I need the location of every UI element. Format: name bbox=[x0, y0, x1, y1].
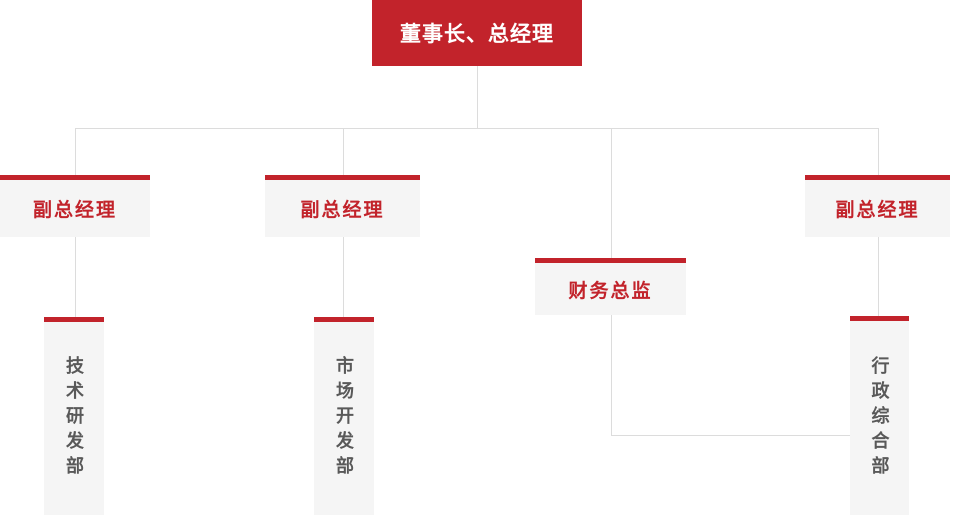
finance-director-label: 财务总监 bbox=[568, 280, 653, 302]
market-dev-dept-box: 市场开发部 bbox=[314, 317, 374, 515]
connector-finance-to-admin-dept bbox=[611, 435, 850, 436]
vice-gm-label-2: 副总经理 bbox=[300, 200, 385, 221]
chairman-gm-label: 董事长、总经理 bbox=[400, 23, 554, 46]
admin-general-dept-label: 行政综合部 bbox=[869, 355, 890, 481]
connector-vgm2-to-market-dept bbox=[343, 237, 344, 317]
connector-root-stub bbox=[477, 66, 478, 128]
finance-director-box: 财务总监 bbox=[535, 258, 686, 315]
connector-drop-finance bbox=[611, 128, 612, 258]
market-dev-dept-label: 市场开发部 bbox=[334, 356, 354, 481]
vice-gm-box-1: 副总经理 bbox=[0, 175, 150, 237]
vice-gm-label-3: 副总经理 bbox=[835, 200, 920, 221]
connector-finance-down bbox=[611, 315, 612, 435]
connector-vgm3-to-admin-dept bbox=[878, 237, 879, 316]
vice-gm-box-2: 副总经理 bbox=[265, 175, 420, 237]
admin-general-dept-box: 行政综合部 bbox=[850, 316, 909, 515]
connector-drop-vgm2 bbox=[343, 128, 344, 175]
connector-drop-vgm3 bbox=[878, 128, 879, 175]
connector-vgm1-to-tech-dept bbox=[75, 237, 76, 317]
tech-rd-dept-label: 技术研发部 bbox=[64, 356, 84, 481]
tech-rd-dept-box: 技术研发部 bbox=[44, 317, 104, 515]
chairman-gm-box: 董事长、总经理 bbox=[372, 0, 582, 66]
connector-drop-vgm1 bbox=[75, 128, 76, 175]
vice-gm-label-1: 副总经理 bbox=[32, 200, 117, 221]
connector-main-horizontal bbox=[75, 128, 879, 129]
vice-gm-box-3: 副总经理 bbox=[805, 175, 950, 237]
